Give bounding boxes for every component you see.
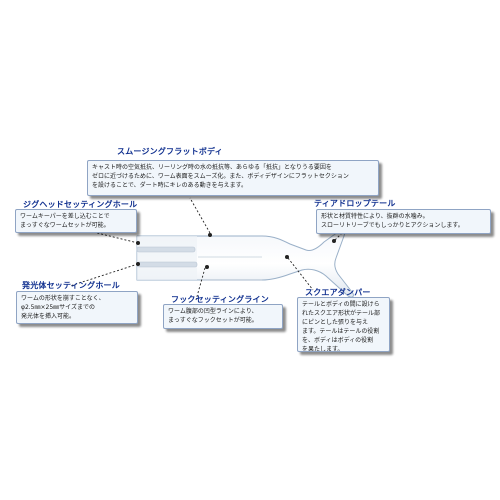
dot-square (285, 255, 289, 259)
glow-box: ワームの形状を崩すことなく、 φ2.5㎜×25㎜サイズまでの 発光体を挿入可能。 (16, 291, 138, 324)
dot-jighead (136, 241, 140, 245)
square-box: テールとボディの間に設けら れたスクエア形状がテール部 にピンとした張りを与え … (297, 297, 390, 352)
jighead-title: ジグヘッドセッティングホール (23, 200, 138, 209)
glow-hole (136, 261, 198, 268)
dot-teardrop (332, 239, 336, 243)
dot-smoothing (208, 233, 212, 237)
smoothing-title: スムージングフラットボディ (117, 147, 223, 156)
teardrop-title: ティアドロップテール (314, 199, 396, 208)
glow-title: 発光体セッティングホール (22, 281, 120, 290)
dot-glow (136, 262, 140, 266)
jighead-hole (136, 246, 196, 253)
hook-box: ワーム腹部の凹型ラインにより、 まっすぐなフックセットが可能。 (163, 304, 283, 329)
dot-hook (205, 265, 209, 269)
square-title: スクエアダンパー (305, 288, 371, 297)
worm-head (137, 236, 197, 280)
leader-smoothing (189, 197, 211, 234)
leader-hook (195, 267, 206, 301)
smoothing-box: キャスト時の空気抵抗、リーリング時の水の抵抗等、あらゆる「抵抗」となりうる要因を… (87, 160, 379, 196)
jighead-box: ワームキーパーを差し込むことで まっすぐなワームセットが可能。 (15, 209, 137, 233)
leader-square (287, 257, 314, 291)
leader-teardrop (334, 219, 356, 241)
hook-title: フックセッティングライン (171, 295, 269, 304)
teardrop-box: 形状と材質特性により、抜群の水噛み。 スローリトリーブでもしっかりとアクションし… (316, 209, 491, 234)
